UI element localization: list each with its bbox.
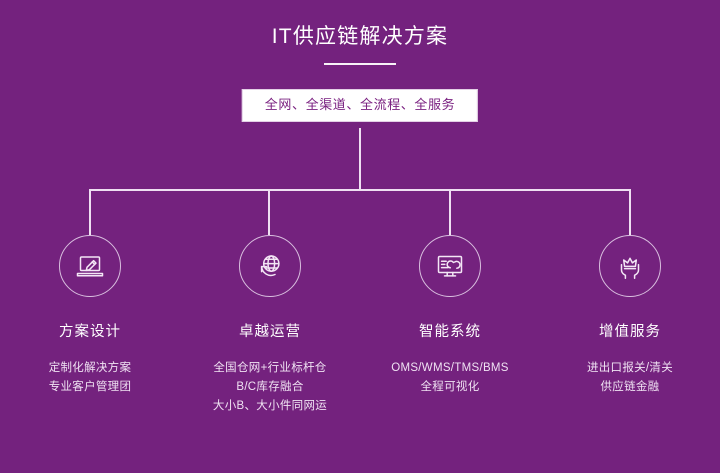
column-title: 增值服务 — [599, 324, 661, 340]
icon-circle-value-added-services — [599, 235, 661, 297]
connector-drop-1 — [89, 189, 91, 235]
connector-drop-2 — [268, 189, 270, 235]
column-description: OMS/WMS/TMS/BMS 全程可视化 — [391, 359, 509, 397]
column-value-added-services: 增值服务 进出口报关/清关 供应链金融 — [540, 235, 720, 416]
monitor-chart-icon — [433, 249, 467, 283]
description-line: 专业客户管理团 — [48, 381, 132, 394]
column-title: 卓越运营 — [239, 324, 301, 340]
description-line: 大小B、大小件同网运 — [212, 400, 328, 413]
solution-columns: 方案设计 定制化解决方案 专业客户管理团 — [0, 235, 720, 416]
description-line: 进出口报关/清关 — [586, 362, 674, 375]
description-line: 全程可视化 — [420, 381, 480, 394]
crown-hands-icon — [613, 249, 647, 283]
page-title: IT供应链解决方案 — [271, 25, 449, 48]
description-line: 定制化解决方案 — [48, 362, 132, 375]
connector-drop-3 — [449, 189, 451, 235]
icon-circle-intelligent-system — [419, 235, 481, 297]
connector-drop-4 — [629, 189, 631, 235]
icon-circle-excellent-operations — [239, 235, 301, 297]
connector-horizontal-bar — [89, 189, 631, 191]
column-title: 智能系统 — [419, 324, 481, 340]
column-excellent-operations: 卓越运营 全国仓网+行业标杆仓 B/C库存融合 大小B、大小件同网运 — [180, 235, 360, 416]
connector-stem — [359, 128, 361, 190]
subtitle-banner: 全网、全渠道、全流程、全服务 — [241, 89, 479, 123]
description-line: OMS/WMS/TMS/BMS — [391, 362, 509, 375]
column-title: 方案设计 — [59, 324, 121, 340]
description-line: 供应链金融 — [600, 381, 660, 394]
column-intelligent-system: 智能系统 OMS/WMS/TMS/BMS 全程可视化 — [360, 235, 540, 416]
icon-circle-solution-design — [59, 235, 121, 297]
description-line: 全国仓网+行业标杆仓 — [213, 362, 327, 375]
column-description: 进出口报关/清关 供应链金融 — [587, 359, 673, 397]
globe-arrow-icon — [253, 249, 287, 283]
column-description: 全国仓网+行业标杆仓 B/C库存融合 大小B、大小件同网运 — [213, 359, 327, 416]
column-solution-design: 方案设计 定制化解决方案 专业客户管理团 — [0, 235, 180, 416]
description-line: B/C库存融合 — [236, 381, 304, 394]
laptop-pencil-icon — [73, 249, 107, 283]
column-description: 定制化解决方案 专业客户管理团 — [49, 359, 132, 397]
title-underline-rule — [324, 63, 396, 65]
